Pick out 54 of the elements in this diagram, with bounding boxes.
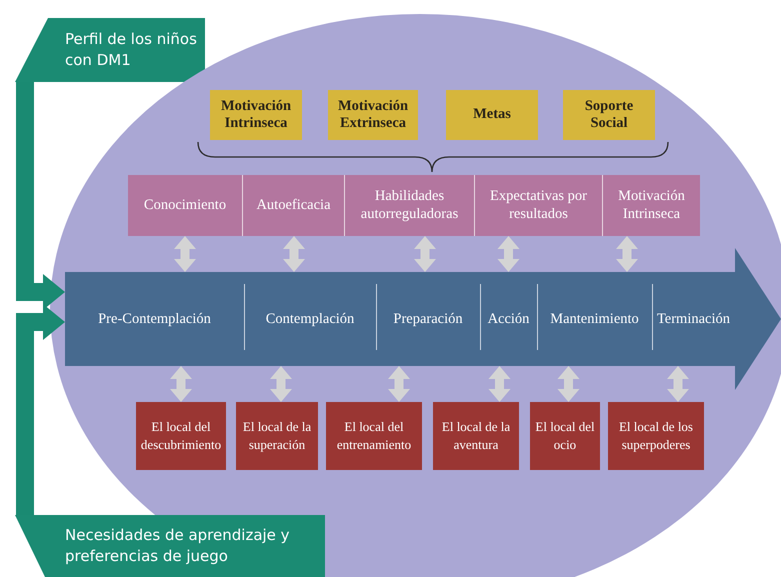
factor-box — [328, 90, 418, 140]
node-label: Preparación — [393, 310, 463, 328]
factor-box — [563, 90, 655, 140]
node-label: Contemplación — [266, 310, 354, 328]
location-box — [326, 402, 422, 470]
factor-box — [446, 90, 538, 140]
location-box — [236, 402, 318, 470]
flow-arrow — [16, 82, 65, 310]
node-label: El local de los superpoderes — [618, 418, 694, 454]
construct-cell — [128, 175, 242, 236]
stage-arrow-band — [65, 248, 781, 390]
double-arrow — [270, 366, 292, 402]
node-label: Motivación Intrinseca — [617, 188, 686, 223]
double-arrow — [488, 366, 510, 402]
input-box — [15, 18, 205, 82]
node-label: Pre-Contemplación — [98, 310, 211, 328]
node-label: El local de la aventura — [440, 418, 512, 454]
double-arrow — [174, 236, 196, 272]
location-box — [608, 402, 704, 470]
node-label: Conocimiento — [144, 196, 226, 214]
location-box — [433, 402, 519, 470]
double-arrow — [414, 236, 436, 272]
double-arrow — [283, 236, 305, 272]
node-label: El local del entrenamiento — [336, 418, 412, 454]
node-label: Mantenimiento — [550, 310, 639, 328]
node-label: Necesidades de aprendizaje y preferencias de juego — [65, 525, 291, 567]
factor-box — [210, 90, 302, 140]
node-label: Habilidades autorreguladoras — [360, 188, 460, 223]
node-label: Motivación Extrinseca — [338, 98, 408, 132]
node-label: Motivación Intrinseca — [220, 98, 292, 132]
double-arrow — [498, 236, 520, 272]
double-arrow — [616, 236, 638, 272]
location-box — [530, 402, 600, 470]
flow-arrow — [16, 304, 65, 515]
node-label: Autoeficacia — [256, 196, 331, 214]
input-box — [15, 515, 325, 577]
node-label: Metas — [473, 106, 511, 124]
node-label: Expectativas por resultados — [488, 188, 588, 223]
node-label: Acción — [488, 310, 530, 328]
double-arrow — [667, 366, 689, 402]
node-label: Perfil de los niños con DM1 — [65, 29, 198, 71]
node-label: El local del descubrimiento — [140, 418, 222, 454]
double-arrow — [558, 366, 580, 402]
node-label: El local del ocio — [534, 418, 596, 454]
construct-cell — [474, 175, 602, 236]
node-label: Soporte Social — [584, 98, 634, 132]
node-label: El local de la superación — [242, 418, 312, 454]
construct-cell — [344, 175, 474, 236]
construct-cell — [602, 175, 700, 236]
construct-cell — [242, 175, 344, 236]
double-arrow — [388, 366, 410, 402]
double-arrow — [170, 366, 192, 402]
location-box — [136, 402, 226, 470]
node-label: Terminación — [656, 310, 730, 328]
